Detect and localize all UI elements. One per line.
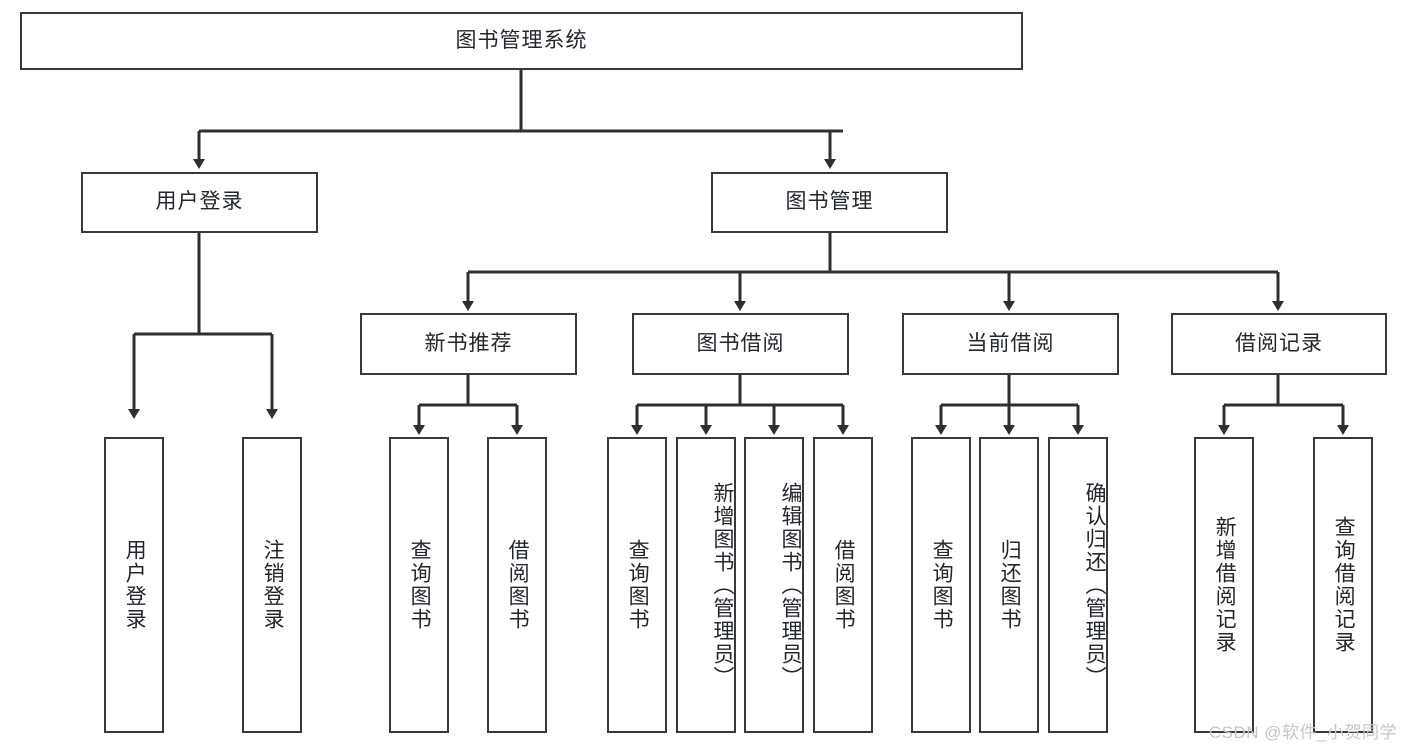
node-label: 新书推荐 <box>424 331 513 355</box>
node-label: 查询图书 <box>930 539 954 631</box>
leaf-current-borrow-return-books[interactable]: 归还图书 <box>979 437 1039 733</box>
node-borrowing-records[interactable]: 借阅记录 <box>1171 313 1387 375</box>
leaf-user-login-sign-out[interactable]: 注销登录 <box>242 437 302 733</box>
leaf-records-query-borrow-record[interactable]: 查询借阅记录 <box>1313 437 1373 733</box>
node-label: 用户登录 <box>155 190 244 214</box>
node-current-borrowing[interactable]: 当前借阅 <box>902 313 1119 375</box>
node-label: 查询图书 <box>408 539 432 631</box>
node-label: 查询借阅记录 <box>1332 516 1356 654</box>
node-label: 新增借阅记录 <box>1213 516 1237 654</box>
node-label: 图书管理系统 <box>455 28 588 52</box>
node-new-book-recommendation[interactable]: 新书推荐 <box>360 313 577 375</box>
leaf-new-book-query-books[interactable]: 查询图书 <box>389 437 449 733</box>
node-root-book-management-system[interactable]: 图书管理系统 <box>20 12 1023 70</box>
leaf-new-book-borrow-books[interactable]: 借阅图书 <box>487 437 547 733</box>
leaf-current-borrow-confirm-return-admin[interactable]: 确认归还（管理员） <box>1048 437 1108 733</box>
node-label: 查询图书 <box>626 539 650 631</box>
node-label: 借阅图书 <box>506 539 530 631</box>
node-label: 归还图书 <box>998 539 1022 631</box>
node-label: 图书管理 <box>785 190 874 214</box>
node-label: 借阅图书 <box>832 539 856 631</box>
node-book-borrowing[interactable]: 图书借阅 <box>632 313 849 375</box>
leaf-book-borrow-borrow-books[interactable]: 借阅图书 <box>813 437 873 733</box>
node-label: 当前借阅 <box>966 331 1055 355</box>
node-book-management[interactable]: 图书管理 <box>711 172 948 233</box>
node-label: 确认归还（管理员） <box>1083 481 1106 689</box>
node-user-login[interactable]: 用户登录 <box>81 172 318 233</box>
leaf-user-login-sign-in[interactable]: 用户登录 <box>104 437 164 733</box>
leaf-book-borrow-query-books[interactable]: 查询图书 <box>607 437 667 733</box>
node-label: 编辑图书（管理员） <box>779 481 802 689</box>
leaf-records-add-borrow-record[interactable]: 新增借阅记录 <box>1194 437 1254 733</box>
leaf-book-borrow-edit-book-admin[interactable]: 编辑图书（管理员） <box>744 437 804 733</box>
node-label: 图书借阅 <box>696 331 785 355</box>
leaf-current-borrow-query-books[interactable]: 查询图书 <box>911 437 971 733</box>
node-label: 新增图书（管理员） <box>711 481 734 689</box>
node-label: 用户登录 <box>123 539 147 631</box>
node-label: 借阅记录 <box>1235 331 1323 355</box>
leaf-book-borrow-add-book-admin[interactable]: 新增图书（管理员） <box>676 437 736 733</box>
node-label: 注销登录 <box>261 539 285 631</box>
